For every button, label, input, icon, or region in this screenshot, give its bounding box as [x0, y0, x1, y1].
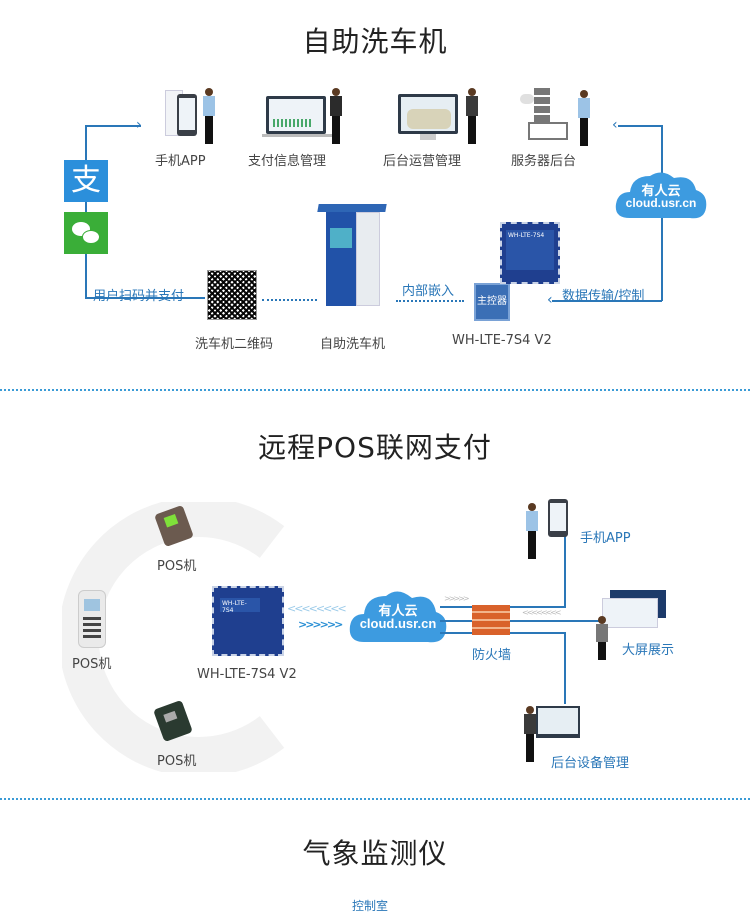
endpoint-label-phone-app: 手机APP — [580, 531, 631, 546]
module-label: WH-LTE-7S4 V2 — [197, 667, 297, 682]
backend-monitor-person-icon — [522, 700, 586, 766]
pos-terminal-icon — [154, 504, 195, 548]
connector-line — [564, 632, 566, 704]
connector-line — [85, 125, 141, 127]
lte-module-board: WH-LTE-7S4 — [500, 222, 560, 284]
cloud-shape — [349, 591, 447, 643]
section-title-pos: 远程POS联网支付 — [258, 431, 492, 464]
cloud-shape — [615, 172, 707, 219]
big-screen-person-icon — [596, 590, 670, 660]
item-label-server-backend: 服务器后台 — [511, 154, 577, 169]
cloud-url: cloud.usr.cn — [625, 196, 697, 210]
alipay-icon[interactable]: 支 — [64, 160, 108, 202]
phone-app-person-icon — [526, 495, 574, 561]
section-title-car-wash: 自助洗车机 — [302, 25, 448, 58]
pos-label: POS机 — [72, 657, 112, 672]
module-chip-text: WH-LTE-7S4 — [506, 230, 554, 270]
firewall-in-arrows: <<<<<<<< — [522, 608, 562, 617]
qr-label: 洗车机二维码 — [195, 337, 274, 352]
connector-line — [85, 297, 205, 299]
connector-line — [618, 125, 662, 127]
firewall-out-arrows: >>>>> — [444, 594, 469, 603]
endpoint-label-big-screen: 大屏展示 — [622, 643, 675, 658]
section-title-weather: 气象监测仪 — [302, 837, 448, 870]
controller-chip-icon[interactable]: 主控器 — [474, 283, 510, 321]
wechat-pay-icon[interactable] — [64, 212, 108, 254]
connector-line — [552, 300, 662, 302]
lte-module-board: WH-LTE-7S4 — [212, 586, 284, 656]
firewall-icon — [472, 605, 510, 635]
section-divider — [0, 798, 750, 800]
scan-pay-label: 用户扫码并支付 — [93, 289, 185, 304]
endpoint-label-backend: 后台设备管理 — [551, 756, 630, 771]
car-wash-machine-icon — [317, 204, 387, 312]
embed-label: 内部嵌入 — [402, 284, 455, 299]
section-divider — [0, 389, 750, 391]
data-in-arrows: <<<<<<<< — [287, 602, 347, 615]
cloud-name: 有人云 — [641, 183, 681, 198]
data-transfer-label: 数据传输/控制 — [562, 289, 645, 304]
dotted-connector — [262, 299, 317, 301]
arrow-left-icon: ‹ — [612, 117, 618, 133]
monitor-map-person-icon — [396, 86, 486, 148]
item-label-backend-ops: 后台运营管理 — [383, 154, 462, 169]
item-label-phone-app: 手机APP — [155, 154, 206, 169]
module-chip-text: WH-LTE-7S4 — [220, 598, 260, 614]
cloud-icon: 有人云 cloud.usr.cn — [612, 166, 710, 226]
pos-handheld-icon — [78, 590, 106, 648]
pos-label: POS机 — [157, 754, 197, 769]
dotted-double-arrow — [396, 300, 464, 302]
control-room-label: 控制室 — [352, 899, 389, 913]
server-person-icon — [520, 88, 600, 150]
qr-code-icon — [207, 270, 257, 320]
laptop-dashboard-person-icon — [262, 86, 350, 148]
machine-label: 自助洗车机 — [320, 337, 386, 352]
firewall-label: 防火墙 — [472, 648, 512, 663]
cloud-url: cloud.usr.cn — [359, 616, 437, 631]
phone-app-person-icon — [163, 86, 223, 148]
cloud-icon: 有人云 cloud.usr.cn — [346, 584, 450, 650]
item-label-payment-info: 支付信息管理 — [248, 154, 327, 169]
pos-printer-icon — [152, 699, 196, 743]
arrow-left-icon: ‹ — [547, 292, 553, 308]
module-label: WH-LTE-7S4 V2 — [452, 333, 552, 348]
connector-line — [85, 125, 87, 297]
arrow-right-icon: › — [136, 117, 142, 133]
connector-line — [564, 535, 566, 608]
data-out-arrows: >>>>>> — [298, 618, 343, 631]
cloud-name: 有人云 — [378, 603, 418, 618]
connector-line — [440, 620, 605, 622]
pos-label: POS机 — [157, 559, 197, 574]
